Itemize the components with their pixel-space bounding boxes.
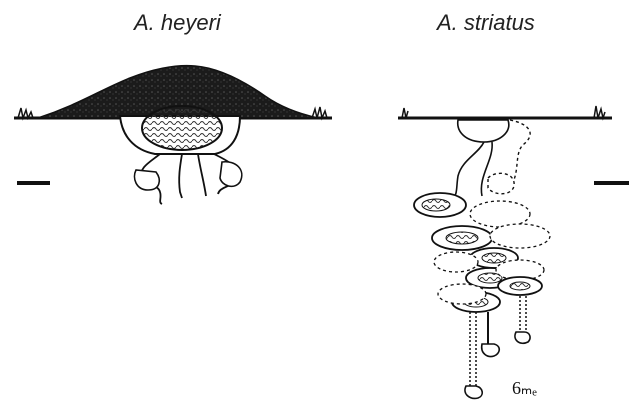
comb-cell-1-outline bbox=[470, 201, 530, 227]
comb-cell-1-brood bbox=[422, 199, 450, 211]
entrance-chamber bbox=[458, 120, 509, 142]
lower-tunnel-3 bbox=[198, 154, 206, 196]
comb-cell-3-outline bbox=[434, 252, 478, 272]
terminal-chamber-2 bbox=[515, 332, 530, 343]
brood-comb bbox=[142, 106, 222, 150]
lower-tunnel-2 bbox=[179, 154, 182, 198]
comb-cell-2-outline bbox=[490, 224, 550, 248]
annotation-label: 6ₘₑ bbox=[512, 378, 537, 398]
a-heyeri-nest-drawing bbox=[14, 66, 332, 204]
grass-tuft-right bbox=[312, 107, 327, 118]
lower-chamber-left bbox=[135, 170, 160, 190]
a-striatus-nest-drawing bbox=[398, 106, 629, 398]
comb-cell-4b-brood bbox=[510, 282, 530, 290]
grass-tuft-right-2 bbox=[594, 106, 605, 118]
upper-tunnel bbox=[452, 142, 484, 200]
comb-cell-5-outline bbox=[438, 284, 486, 304]
comb-cell-2-brood bbox=[446, 232, 478, 244]
terminal-chamber-3 bbox=[465, 386, 482, 398]
entrance-side-dotted bbox=[510, 120, 530, 184]
terminal-chamber-1 bbox=[482, 344, 500, 357]
comb-cell-3-brood bbox=[482, 253, 506, 263]
lower-chamber-right bbox=[220, 162, 242, 187]
grass-tuft-right-1 bbox=[402, 108, 408, 118]
side-chamber bbox=[488, 173, 514, 193]
